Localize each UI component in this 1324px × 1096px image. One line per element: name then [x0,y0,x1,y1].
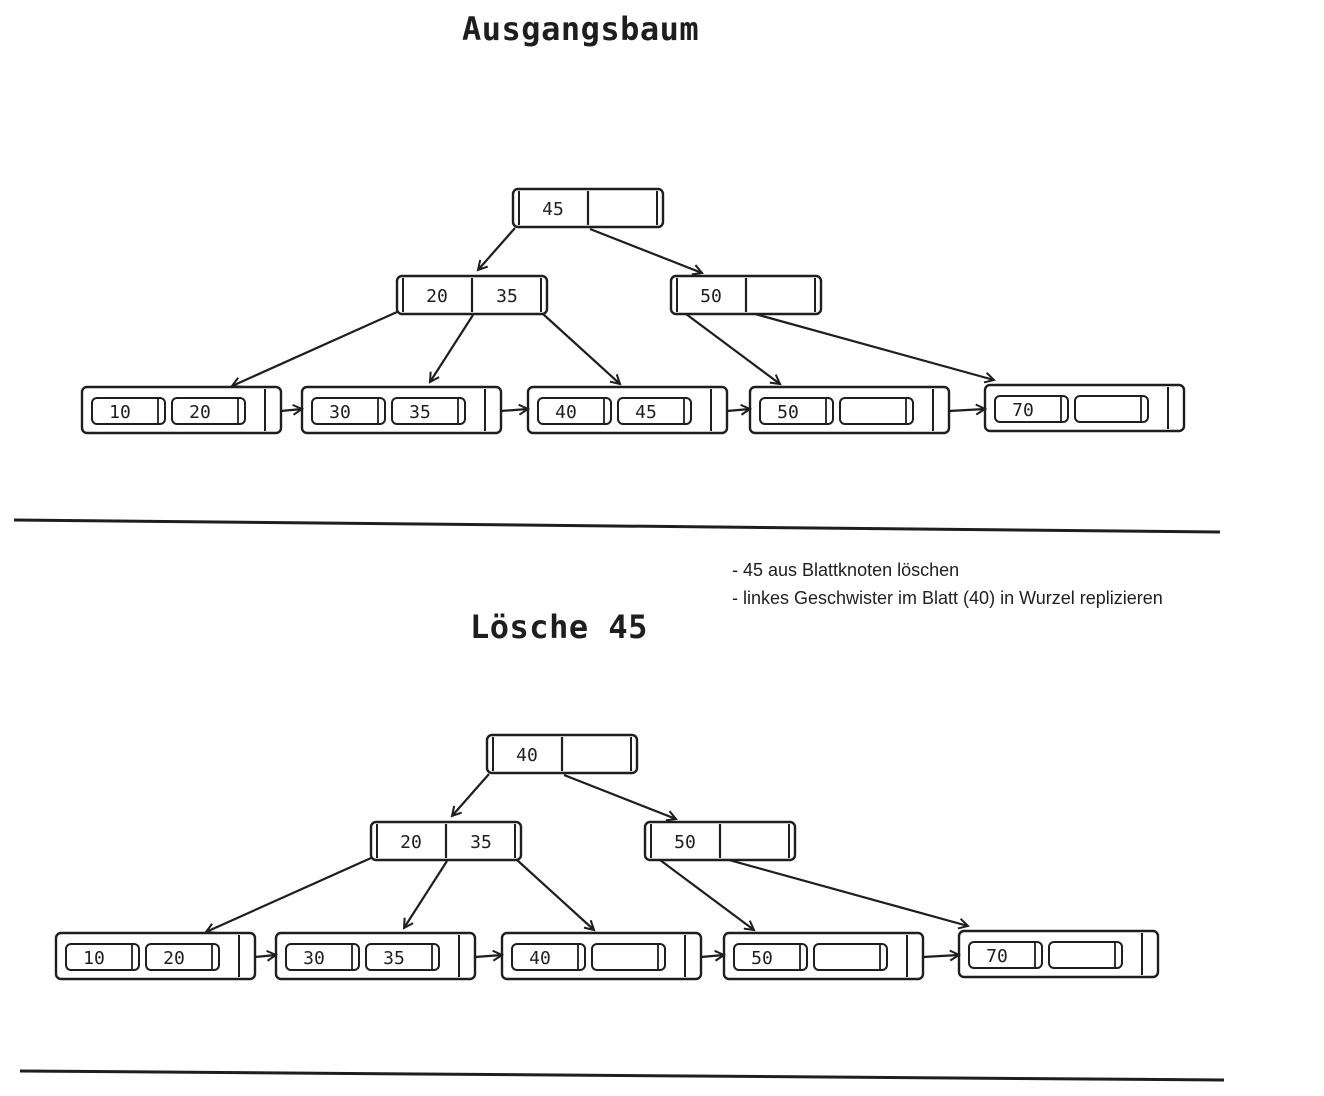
key-label: 70 [986,946,1008,967]
node-box [643,820,797,862]
pointer-arrow [478,227,516,270]
key-label: 35 [496,286,518,307]
title-initial-tree: Ausgangsbaum [462,10,700,48]
pointer-arrow [474,955,502,957]
key-slot [617,397,692,425]
key-label: 35 [470,832,492,853]
pointer-arrow [232,310,398,386]
pointer-arrow [452,773,490,816]
pointer-arrow [254,955,276,957]
key-slot [311,397,386,425]
key-slot [365,943,440,971]
key-slot [145,943,220,971]
key-label: 40 [555,402,577,423]
pointer-arrow [700,955,724,957]
key-slot [839,397,914,425]
leaf-node: 10 20 [80,385,283,435]
root-node: 45 [511,187,665,229]
pointer-arrow [430,314,474,382]
key-label: 50 [674,832,696,853]
pointer-arrow [922,955,959,957]
key-label: 45 [542,199,564,220]
divider-line [13,518,1221,534]
key-slot [968,941,1043,969]
key-slot [759,397,834,425]
leaf-node: 70 [983,383,1186,433]
key-label: 40 [529,948,551,969]
key-slot [537,397,612,425]
node-box [395,274,549,316]
key-label: 10 [109,402,131,423]
pointer-arrow [948,409,985,411]
pointer-arrow [280,409,302,411]
pointer-arrow [563,773,676,819]
node-box [369,820,523,862]
key-slot [1074,395,1149,423]
notes: - 45 aus Blattknoten löschen - linkes Ge… [732,556,1163,612]
key-slot [994,395,1069,423]
key-label: 20 [163,948,185,969]
key-slot [813,943,888,971]
divider-line [19,1069,1225,1082]
key-slot [591,943,666,971]
key-slot [1048,941,1123,969]
key-label: 50 [751,948,773,969]
key-slot [171,397,246,425]
pointer-arrow [404,860,448,928]
root-node: 40 [485,733,639,775]
key-slot [65,943,140,971]
key-label: 35 [383,948,405,969]
note-line: - 45 aus Blattknoten löschen [732,560,960,580]
pointer-arrow [728,858,968,926]
pointer-arrow [516,859,594,930]
key-slot [91,397,166,425]
key-label: 50 [700,286,722,307]
key-slot [511,943,586,971]
pointer-arrow [589,227,702,273]
leaf-node: 70 [957,929,1160,979]
note-line: - linkes Geschwister im Blatt (40) in Wu… [732,588,1163,608]
pointer-arrow [206,856,372,932]
node-box [511,187,665,229]
node-box [485,733,639,775]
pointer-arrow [754,312,994,380]
key-label: 20 [189,402,211,423]
key-slot [391,397,466,425]
node-box [669,274,823,316]
key-slot [285,943,360,971]
leaf-node: 50 [748,385,951,435]
pointer-arrow [685,313,780,384]
leaf-node: 10 20 [54,931,257,981]
key-label: 40 [516,745,538,766]
key-label: 30 [303,948,325,969]
key-label: 30 [329,402,351,423]
key-label: 10 [83,948,105,969]
pointer-arrow [542,313,620,384]
key-slot [733,943,808,971]
pointer-arrow [726,409,750,411]
leaf-node: 40 [500,931,703,981]
leaf-node: 50 [722,931,925,981]
internal-node: 50 [669,274,823,316]
pointer-arrow [659,859,754,930]
key-label: 20 [400,832,422,853]
key-label: 35 [409,402,431,423]
leaf-node: 30 35 [300,385,503,435]
internal-node: 50 [643,820,797,862]
key-label: 50 [777,402,799,423]
leaf-node: 30 35 [274,931,477,981]
title-delete-45: Lösche 45 [470,608,648,646]
key-label: 70 [1012,400,1034,421]
key-label: 45 [635,402,657,423]
key-label: 20 [426,286,448,307]
leaf-node: 40 45 [526,385,729,435]
pointer-arrow [500,409,528,411]
